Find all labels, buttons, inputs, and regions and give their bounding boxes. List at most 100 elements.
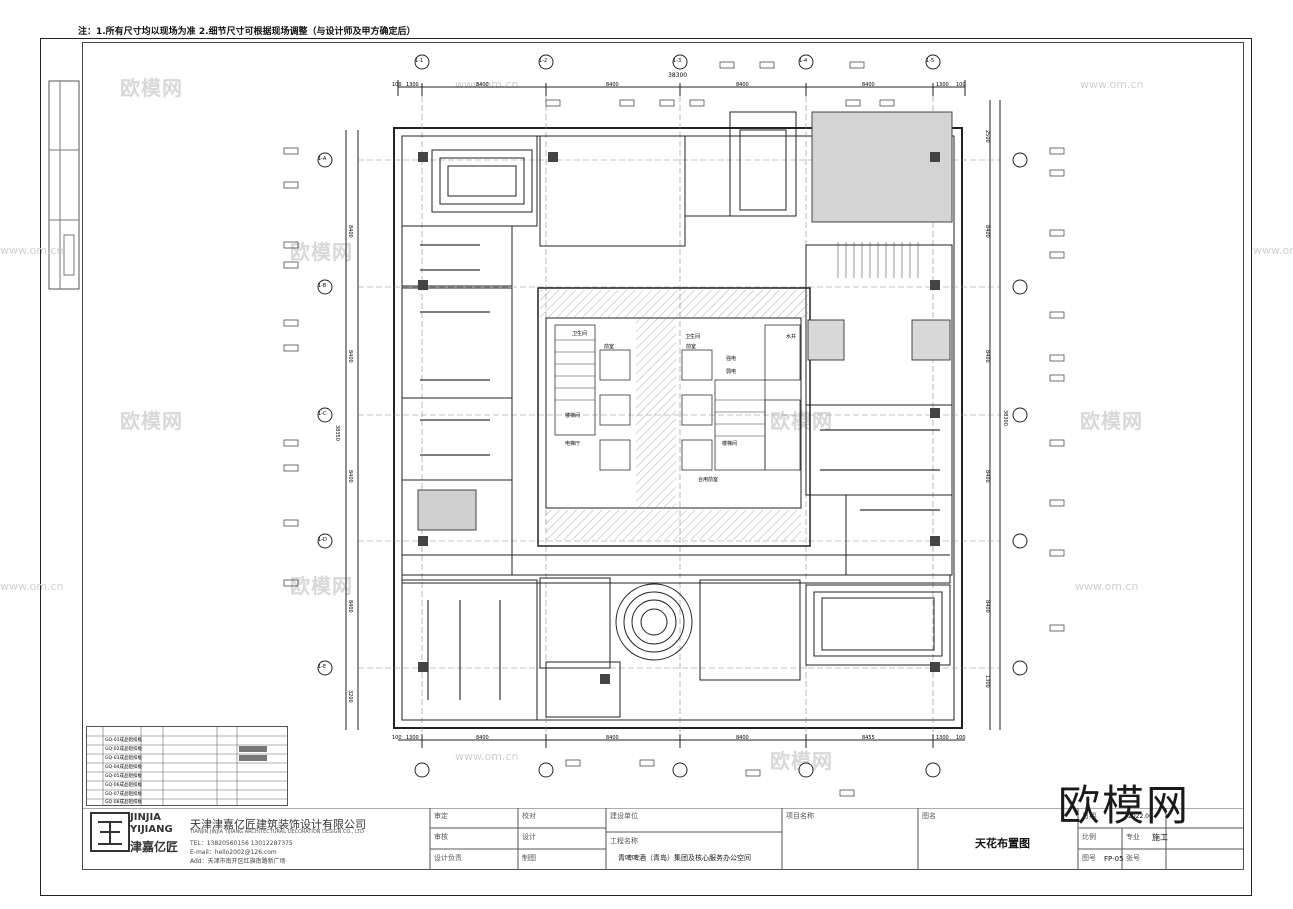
dimension: 100 [392,735,402,741]
dimension: 8400 [347,470,353,483]
grid-label: 1-C [318,411,327,417]
dimension: 8400 [984,600,990,613]
room-label: 卫生间 [685,334,701,340]
room-label: 强电 [726,356,737,362]
logo-text-en: JINJIA [130,812,161,823]
legend-row: GQ-07成品铝扣板 [105,792,143,797]
company-name: 天津津嘉亿匠建筑装饰设计有限公司 [190,818,366,831]
watermark-url: www.om.cn [1080,78,1144,91]
project-name: 青啤啤酒（青岛）集团及核心服务办公空间 [618,854,751,862]
tb-label: 审核 [434,833,448,841]
legend-row: GQ-08成品铝扣板 [105,800,143,805]
watermark: 欧模网 [290,574,353,598]
brand-watermark: 欧模网 [1058,781,1191,830]
dimension: 8400 [984,350,990,363]
grid-label: 1-1 [415,58,424,64]
tb-label: 设计负责 [434,854,462,862]
tb-label: 张号 [1126,854,1140,862]
company-address: Add：天津市南开区红旗南路新广场 [190,858,286,865]
dimension: 100 [956,82,966,88]
watermark-url: www.om.cn [1075,580,1139,593]
tb-label: 日期 [1082,812,1096,820]
tb-label: 图号 [1082,854,1096,862]
tb-label: 审定 [434,812,448,820]
tb-label: 图名 [922,812,936,820]
watermark: 欧模网 [290,240,353,264]
grid-label: 1-3 [673,58,682,64]
tb-label: 比例 [1082,833,1096,841]
watermark: 欧模网 [120,76,183,100]
watermark-url: www.om.cn [0,580,64,593]
legend-row: GQ-04成品铝扣板 [105,765,143,770]
date-value: 2022.06 [1128,813,1153,820]
grid-label: 1-B [318,283,327,289]
dimension: 8400 [984,470,990,483]
general-note: 注：1.所有尺寸均以现场为准 2.细节尺寸可根据现场调整（与设计师及甲方确定后） [78,27,416,37]
watermark-url: www.om.cn [455,750,519,763]
room-label: 弱电 [726,369,737,375]
logo-text-cn: 津嘉亿匠 [130,840,179,854]
drawing-title: 天花布置图 [975,837,1030,850]
room-label: 前室 [686,344,697,350]
dimension: 8400 [347,225,353,238]
dimension: 8400 [476,82,489,88]
sheet-border [40,38,1252,896]
dimension: 8400 [862,82,875,88]
legend-row: GQ-06成品铝扣板 [105,783,143,788]
dimension: 8400 [347,600,353,613]
grid-label: 1-E [318,664,327,670]
watermark-url: www.om.cn [1253,244,1293,257]
tb-label: 项目名称 [786,812,814,820]
company-tel: TEL：13820560156 13012287375 [190,840,293,847]
dimension: 100 [392,82,402,88]
grid-label: 1-D [318,537,327,543]
dimension: 8400 [736,82,749,88]
room-label: 合用前室 [698,477,719,483]
title-block [82,808,1244,870]
dimension: 1300 [406,82,419,88]
room-label: 卫生间 [572,331,588,337]
tb-label: 建设单位 [610,812,638,820]
room-label: 电梯厅 [565,441,581,447]
legend-row: GQ-02成品铝扣板 [105,747,143,752]
grid-label: 1-5 [926,58,935,64]
company-name-en: TIANJIN JINJIA YIJIANG ARCHITECTURAL DEC… [190,829,364,835]
room-label: 前室 [604,344,615,350]
company-logo [90,812,130,852]
dimension: 2500 [984,130,990,143]
grid-label: 1-A [318,156,327,162]
grid-label: 1-2 [539,58,548,64]
legend-row: GQ-05成品铝扣板 [105,774,143,779]
drawing-number: FP-05 [1104,855,1124,863]
dimension-overall: 38300 [668,72,688,79]
logo-text-en: YIJIANG [130,824,173,835]
material-legend: GQ-01成品铝扣板 GQ-02成品铝扣板 GQ-03成品铝扣板 GQ-04成品… [86,726,288,806]
watermark: 欧模网 [1080,409,1143,433]
dimension: 1300 [936,82,949,88]
dimension: 100 [956,735,966,741]
stage-value: 施工 [1152,833,1168,842]
dimension: 8400 [984,225,990,238]
watermark-url: www.om.cn [455,78,519,91]
tb-label: 制图 [522,854,536,862]
dimension: 1300 [936,735,949,741]
binding-strip [48,80,80,290]
dimension: 8400 [736,735,749,741]
tb-label: 工程名称 [610,837,638,845]
tb-label: 设计 [522,833,536,841]
tb-label: 专业 [1126,833,1140,841]
dimension: 3200 [347,690,353,703]
dimension: 8400 [347,350,353,363]
watermark-url: www.om.cn [0,244,64,257]
dimension-overall: 38300 [1002,410,1008,426]
dimension: 8455 [862,735,875,741]
watermark: 欧模网 [120,409,183,433]
dimension-overall: 38350 [334,425,340,441]
dimension: 1300 [406,735,419,741]
dimension: 1300 [984,675,990,688]
tb-label: 校对 [522,812,536,820]
company-email: E-mail：hello2002@126.com [190,849,277,856]
room-label: 水井 [786,334,797,340]
dimension: 8400 [476,735,489,741]
dimension: 8400 [606,735,619,741]
